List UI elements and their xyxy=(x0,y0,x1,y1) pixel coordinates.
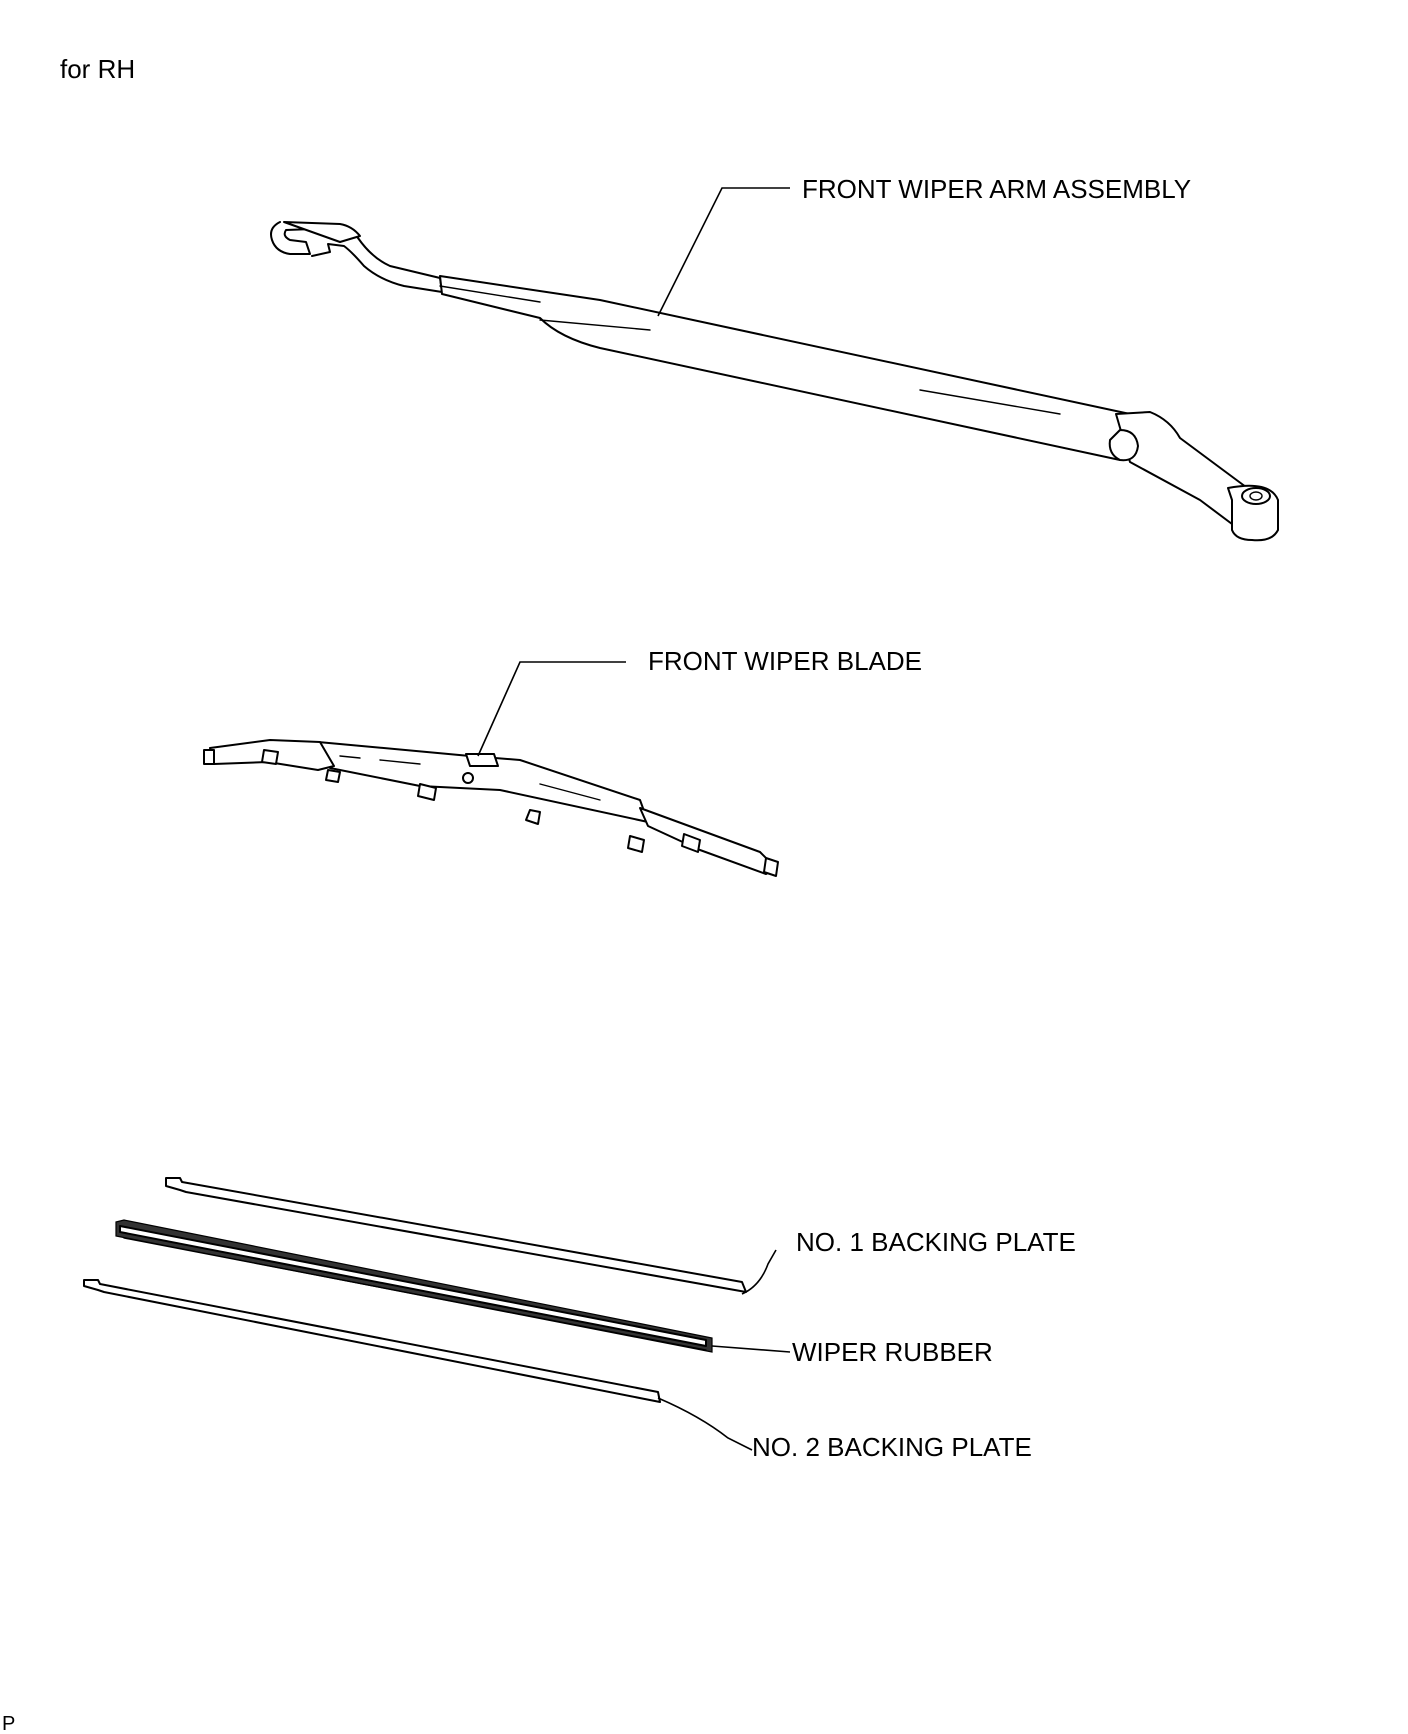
no-1-backing-plate xyxy=(165,1177,747,1293)
blade-leader-line xyxy=(477,661,626,757)
wiper-rubber-leader-line xyxy=(711,1345,791,1353)
wiper-rubber-label: WIPER RUBBER xyxy=(792,1337,993,1367)
front-wiper-arm-assembly xyxy=(270,221,1279,542)
footer-mark: P xyxy=(2,1713,15,1734)
backing-plate-2-leader-line xyxy=(657,1397,753,1451)
arm-assembly-leader-line xyxy=(657,187,790,317)
backing-plate-1-label: NO. 1 BACKING PLATE xyxy=(796,1227,1076,1257)
front-wiper-blade xyxy=(203,739,779,877)
arm-assembly-label: FRONT WIPER ARM ASSEMBLY xyxy=(802,174,1191,204)
no-2-backing-plate xyxy=(83,1279,661,1403)
blade-label: FRONT WIPER BLADE xyxy=(648,646,922,676)
variant-label: for RH xyxy=(60,54,135,84)
backing-plate-2-label: NO. 2 BACKING PLATE xyxy=(752,1432,1032,1462)
backing-plate-1-leader-line xyxy=(741,1249,777,1295)
wiper-rubber xyxy=(115,1219,713,1353)
